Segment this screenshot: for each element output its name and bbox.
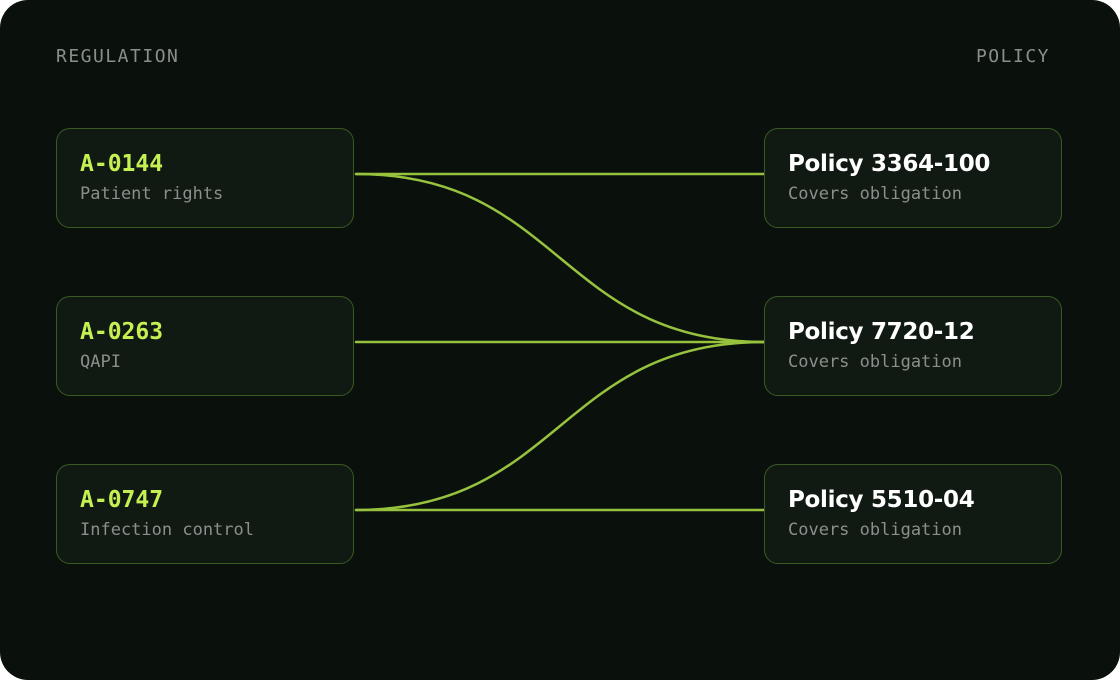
policy-title: Policy 5510-04: [788, 487, 975, 513]
regulation-name: QAPI: [80, 352, 121, 372]
policy-note: Covers obligation: [788, 520, 962, 540]
policy-note: Covers obligation: [788, 352, 962, 372]
link-connector: [354, 172, 766, 344]
policy-title: Policy 7720-12: [788, 319, 975, 345]
policy-node[interactable]: Policy 3364-100 Covers obligation: [764, 128, 1062, 228]
policy-title: Policy 3364-100: [788, 151, 991, 177]
regulation-column-header: REGULATION: [56, 46, 180, 67]
policy-node[interactable]: Policy 7720-12 Covers obligation: [764, 296, 1062, 396]
regulation-node[interactable]: A-0747 Infection control: [56, 464, 354, 564]
regulation-name: Infection control: [80, 520, 254, 540]
regulation-code: A-0747: [80, 487, 164, 513]
link-connector: [354, 340, 766, 512]
regulation-node[interactable]: A-0263 QAPI: [56, 296, 354, 396]
policy-note: Covers obligation: [788, 184, 962, 204]
policy-node[interactable]: Policy 5510-04 Covers obligation: [764, 464, 1062, 564]
regulation-code: A-0263: [80, 319, 164, 345]
regulation-node[interactable]: A-0144 Patient rights: [56, 128, 354, 228]
policy-column-header: POLICY: [975, 46, 1050, 67]
regulation-code: A-0144: [80, 151, 164, 177]
regulation-name: Patient rights: [80, 184, 224, 204]
